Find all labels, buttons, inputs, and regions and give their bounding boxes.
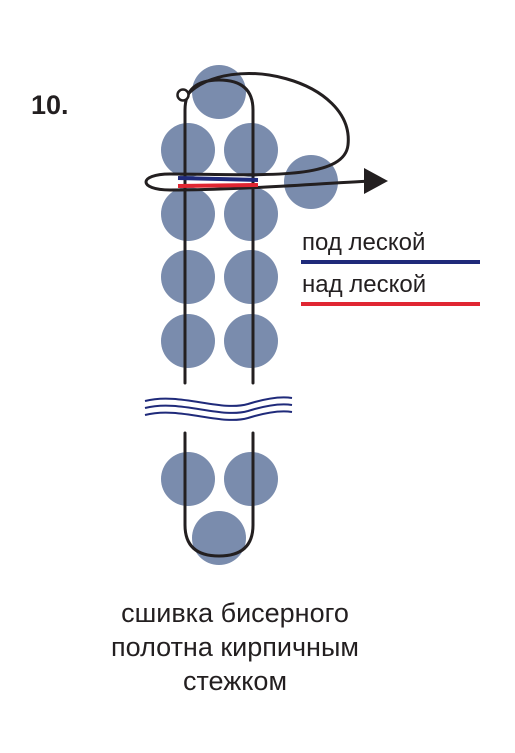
caption: сшивка бисерного полотна кирпичным стежк…	[0, 596, 470, 698]
bead	[224, 452, 278, 506]
bead	[161, 250, 215, 304]
caption-line: стежком	[182, 666, 288, 696]
break-line	[144, 410, 293, 421]
break-line	[144, 403, 293, 414]
thread-direction-arrow	[364, 168, 388, 194]
bead	[161, 187, 215, 241]
thread-knot	[176, 88, 190, 102]
thread-segment-over	[177, 183, 259, 188]
bead	[161, 314, 215, 368]
caption-line: сшивка бисерного	[121, 598, 349, 628]
break-mark	[144, 396, 293, 421]
bead-top	[192, 65, 246, 119]
working-thread	[144, 72, 374, 192]
thread-lower-loop	[183, 431, 255, 558]
bead	[224, 314, 278, 368]
bead-bottom	[192, 511, 246, 565]
bead-group-upper	[161, 65, 338, 368]
legend-label-under: под леской	[302, 229, 426, 256]
thread-segment-under	[177, 176, 259, 182]
bead	[161, 452, 215, 506]
bead	[224, 187, 278, 241]
caption-line: полотна кирпичным	[111, 632, 359, 662]
break-line	[144, 396, 293, 407]
bead-group-lower	[161, 452, 278, 565]
step-number: 10.	[31, 90, 69, 120]
bead	[161, 123, 215, 177]
bead	[224, 123, 278, 177]
legend-label-over: над леской	[302, 271, 427, 298]
bead	[224, 250, 278, 304]
